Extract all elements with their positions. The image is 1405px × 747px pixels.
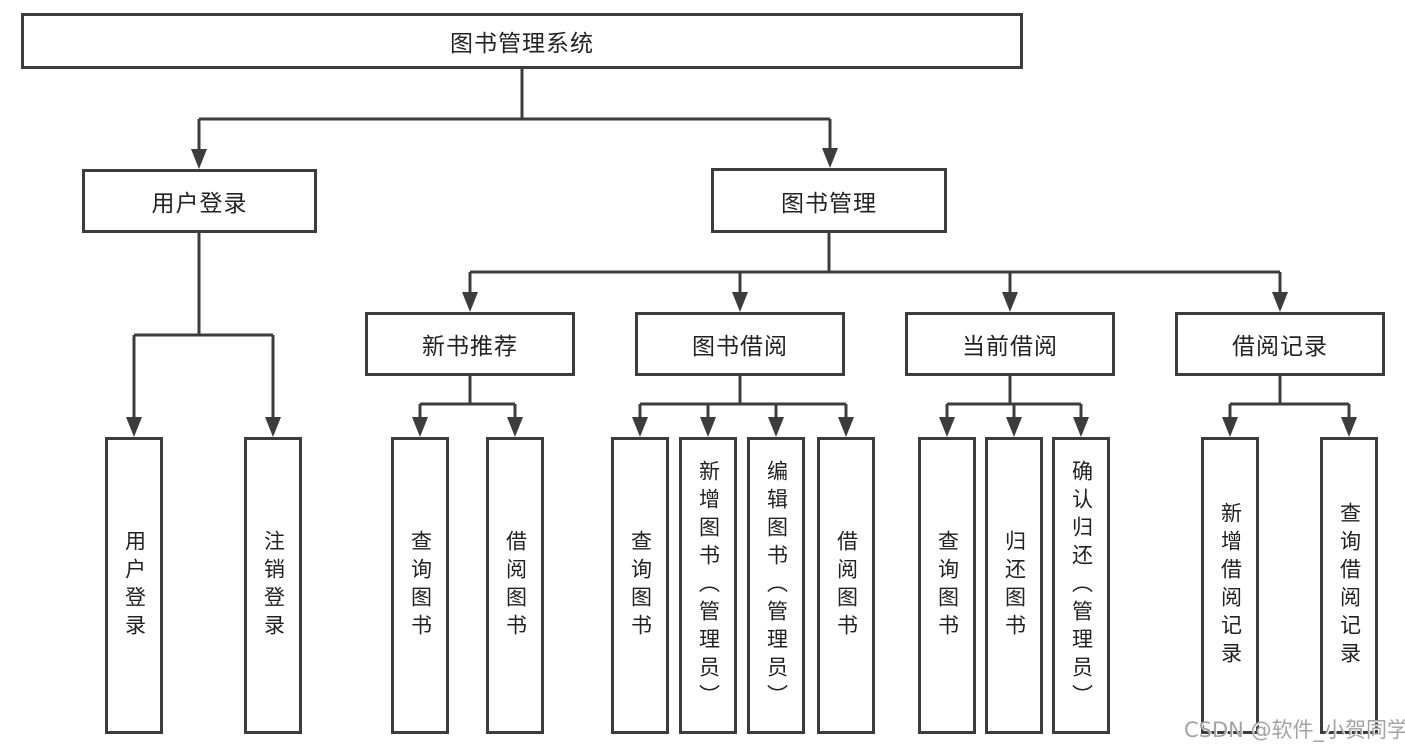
leaf-confirm-return-admin: 确认归还（管理员） — [1052, 437, 1110, 734]
leaf-borrow-books: 借阅图书 — [817, 437, 875, 734]
leaf-user-login: 用户登录 — [105, 437, 163, 734]
node-book-borrow: 图书借阅 — [635, 312, 845, 376]
leaf-query-books-recommend: 查询图书 — [391, 437, 449, 734]
node-current-borrow: 当前借阅 — [905, 312, 1115, 376]
leaf-return-books: 归还图书 — [985, 437, 1043, 734]
leaf-query-books-borrow: 查询图书 — [611, 437, 669, 734]
leaf-add-borrow-record: 新增借阅记录 — [1201, 437, 1259, 734]
leaf-edit-books-admin: 编辑图书（管理员） — [747, 437, 805, 734]
leaf-logout: 注销登录 — [244, 437, 302, 734]
leaf-query-books-current: 查询图书 — [918, 437, 976, 734]
leaf-add-books-admin: 新增图书（管理员） — [679, 437, 737, 734]
node-borrow-records: 借阅记录 — [1175, 312, 1385, 376]
csdn-watermark: CSDN @软件_小贺同学 — [1184, 718, 1405, 742]
node-book-management: 图书管理 — [711, 168, 947, 233]
node-library-management-system: 图书管理系统 — [21, 13, 1023, 69]
leaf-borrow-books-recommend: 借阅图书 — [486, 437, 544, 734]
node-new-book-recommend: 新书推荐 — [365, 312, 575, 376]
node-user-login: 用户登录 — [82, 169, 317, 233]
leaf-query-borrow-record: 查询借阅记录 — [1320, 437, 1378, 734]
